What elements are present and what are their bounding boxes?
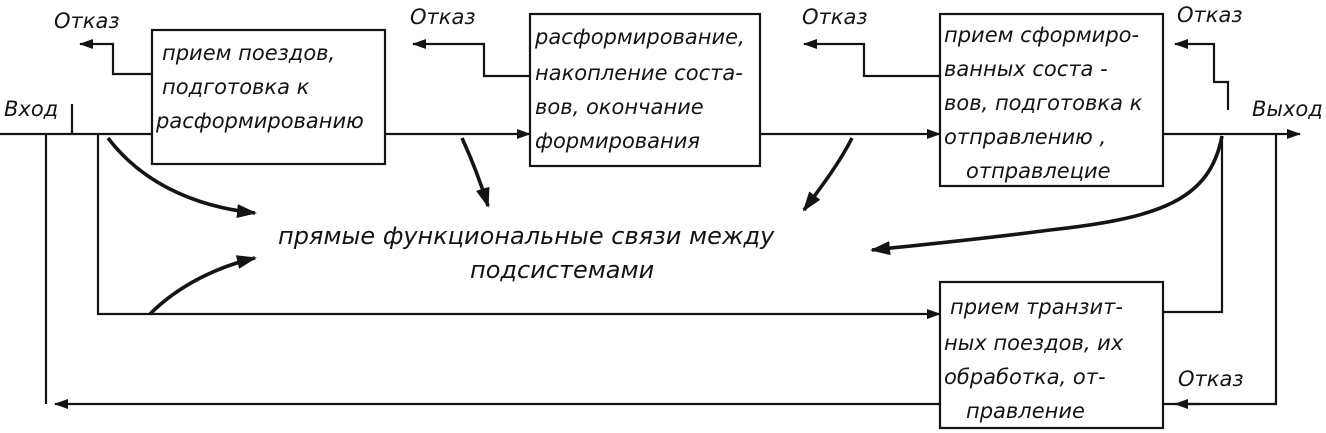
output-label: Выход (1252, 97, 1323, 121)
refusal-label-5: Отказ (1178, 367, 1243, 391)
box4-line-4: правление (966, 399, 1085, 423)
refusal-label-4: Отказ (1177, 3, 1242, 27)
transit-output-line (1163, 136, 1224, 314)
refusal-label-1: Отказ (54, 9, 119, 33)
refusal-label-3: Отказ (802, 5, 867, 29)
refusal-stub-2 (412, 39, 530, 78)
box-transit (938, 280, 1165, 430)
box2-line-3: вов, окончание (535, 95, 704, 119)
box-receive-trains (150, 28, 387, 166)
box-disband (528, 12, 762, 168)
box3-line-5: отправлецие (966, 159, 1111, 183)
link-arrow-5 (870, 135, 1224, 256)
refusal-stub-1 (79, 39, 152, 76)
refusal-label-2: Отказ (410, 5, 475, 29)
box1-line-1: прием поездов, (162, 41, 335, 65)
box1-line-2: подготовка к (162, 75, 310, 99)
center-text-line-1: прямые функциональные связи между (278, 222, 775, 250)
link-arrow-1 (106, 136, 257, 219)
box4-line-2: ных поездов, их (944, 331, 1124, 355)
transit-branch-line (96, 134, 941, 319)
link-arrow-4 (802, 137, 854, 212)
refusal-stub-3 (803, 39, 940, 78)
refusal-stub-4 (1174, 39, 1230, 110)
center-text-line-2: подсистемами (470, 256, 654, 284)
box4-line-3: обработка, от- (944, 365, 1106, 389)
link-arrow-2 (148, 255, 257, 316)
box3-line-3: вов, подготовка к (944, 91, 1143, 115)
box2-line-4: формирования (535, 129, 700, 153)
bottom-refusal-line (1163, 134, 1278, 406)
box-prepare-departure (938, 12, 1165, 188)
box4-line-1: прием транзит- (950, 295, 1123, 319)
box2-line-1: расформирование, (534, 25, 745, 49)
box1-line-3: расформированию (155, 109, 364, 133)
box3-line-2: ванных соста - (944, 57, 1108, 81)
link-arrow-3 (460, 137, 490, 208)
input-label: Вход (4, 97, 58, 121)
box3-line-4: отправлению , (944, 125, 1106, 149)
box2-line-2: накопление соста- (535, 61, 743, 85)
box3-line-1: прием сформиро- (944, 23, 1139, 47)
